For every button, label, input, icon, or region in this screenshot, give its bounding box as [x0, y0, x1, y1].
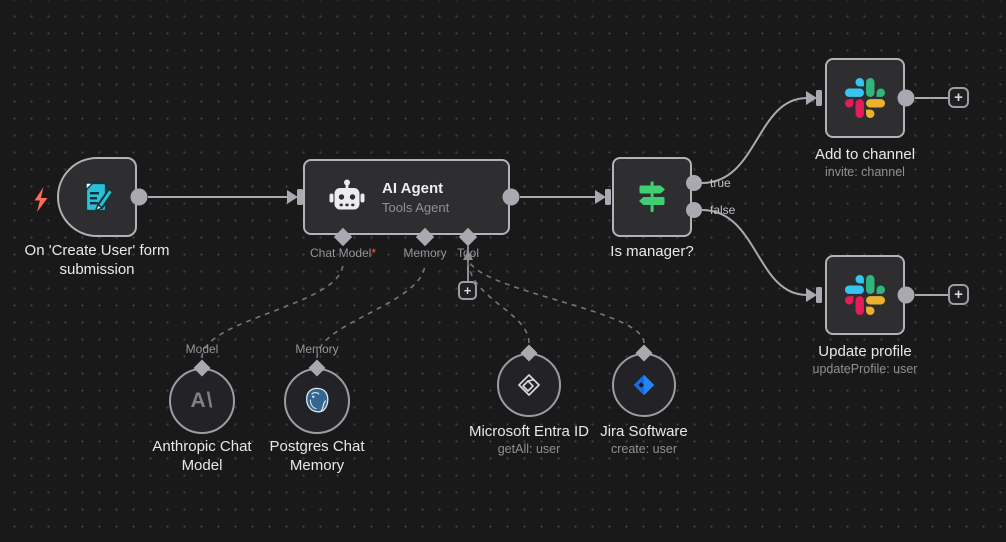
required-marker: *	[371, 246, 377, 260]
node-slack-update-profile[interactable]	[825, 255, 905, 335]
entra-operation-label: getAll: user	[497, 442, 561, 456]
slack2-node-label: Update profile	[818, 343, 912, 360]
switch-node-label: Is manager?	[610, 243, 694, 260]
anthropic-icon: A\	[190, 389, 214, 412]
false-branch-label: false	[710, 203, 736, 217]
robot-icon	[329, 179, 365, 210]
slack2-operation-label: updateProfile: user	[812, 362, 918, 376]
arrowhead-slack2-input	[806, 288, 817, 302]
switch-input-port[interactable]	[605, 189, 611, 205]
arrowhead-slack1-input	[806, 91, 817, 105]
edge-jira-to-tool	[467, 258, 645, 344]
edge-entra-to-tool	[467, 258, 530, 344]
chat-model-port-text: Chat Model	[309, 246, 372, 260]
plus-icon: +	[463, 283, 472, 298]
form-icon	[84, 181, 115, 213]
plus-icon: +	[954, 286, 963, 303]
node-anthropic-chat-model[interactable]: A\	[169, 368, 235, 434]
add-tool-button[interactable]: +	[458, 281, 477, 300]
add-node-after-slack2-button[interactable]: +	[948, 284, 969, 305]
anthropic-node-label: Anthropic Chat Model	[152, 438, 252, 474]
node-jira-software[interactable]	[612, 353, 676, 417]
slack1-operation-label: invite: channel	[825, 165, 905, 179]
slack2-input-port[interactable]	[816, 287, 822, 303]
agent-subtitle: Tools Agent	[382, 199, 450, 215]
agent-title: AI Agent	[382, 179, 444, 197]
chat-model-port-label: Chat Model*	[310, 246, 376, 260]
trigger-bolt-icon	[30, 186, 52, 213]
slack-icon	[845, 78, 885, 118]
true-branch-label: true	[710, 176, 731, 190]
jira-node-label: Jira Software	[600, 423, 688, 440]
switch-signpost-icon	[639, 181, 665, 212]
slack1-input-port[interactable]	[816, 90, 822, 106]
node-ai-agent[interactable]: AI Agent Tools Agent	[303, 159, 510, 235]
memory-port-label: Memory	[403, 246, 447, 260]
model-port-label: Model	[185, 342, 219, 356]
slack-icon	[845, 275, 885, 315]
tool-port-label: Tool	[456, 246, 480, 260]
jira-operation-label: create: user	[610, 442, 677, 456]
jira-icon	[633, 374, 655, 396]
memory-subnode-port-label: Memory	[295, 342, 339, 356]
node-slack-add-to-channel[interactable]	[825, 58, 905, 138]
postgres-node-label: Postgres Chat Memory	[269, 438, 365, 474]
node-is-manager[interactable]	[612, 157, 692, 237]
entra-node-label: Microsoft Entra ID	[468, 423, 590, 440]
node-microsoft-entra-id[interactable]	[497, 353, 561, 417]
arrowhead-agent-input	[287, 190, 298, 204]
entra-id-icon	[518, 374, 540, 396]
add-node-after-slack1-button[interactable]: +	[948, 87, 969, 108]
plus-icon: +	[954, 89, 963, 106]
arrowhead-switch-input	[595, 190, 606, 204]
slack1-node-label: Add to channel	[814, 146, 916, 163]
node-form-trigger[interactable]	[57, 157, 137, 237]
postgres-icon	[306, 387, 329, 413]
node-postgres-chat-memory[interactable]	[284, 368, 350, 434]
trigger-node-label: On 'Create User' form submission	[24, 242, 170, 278]
